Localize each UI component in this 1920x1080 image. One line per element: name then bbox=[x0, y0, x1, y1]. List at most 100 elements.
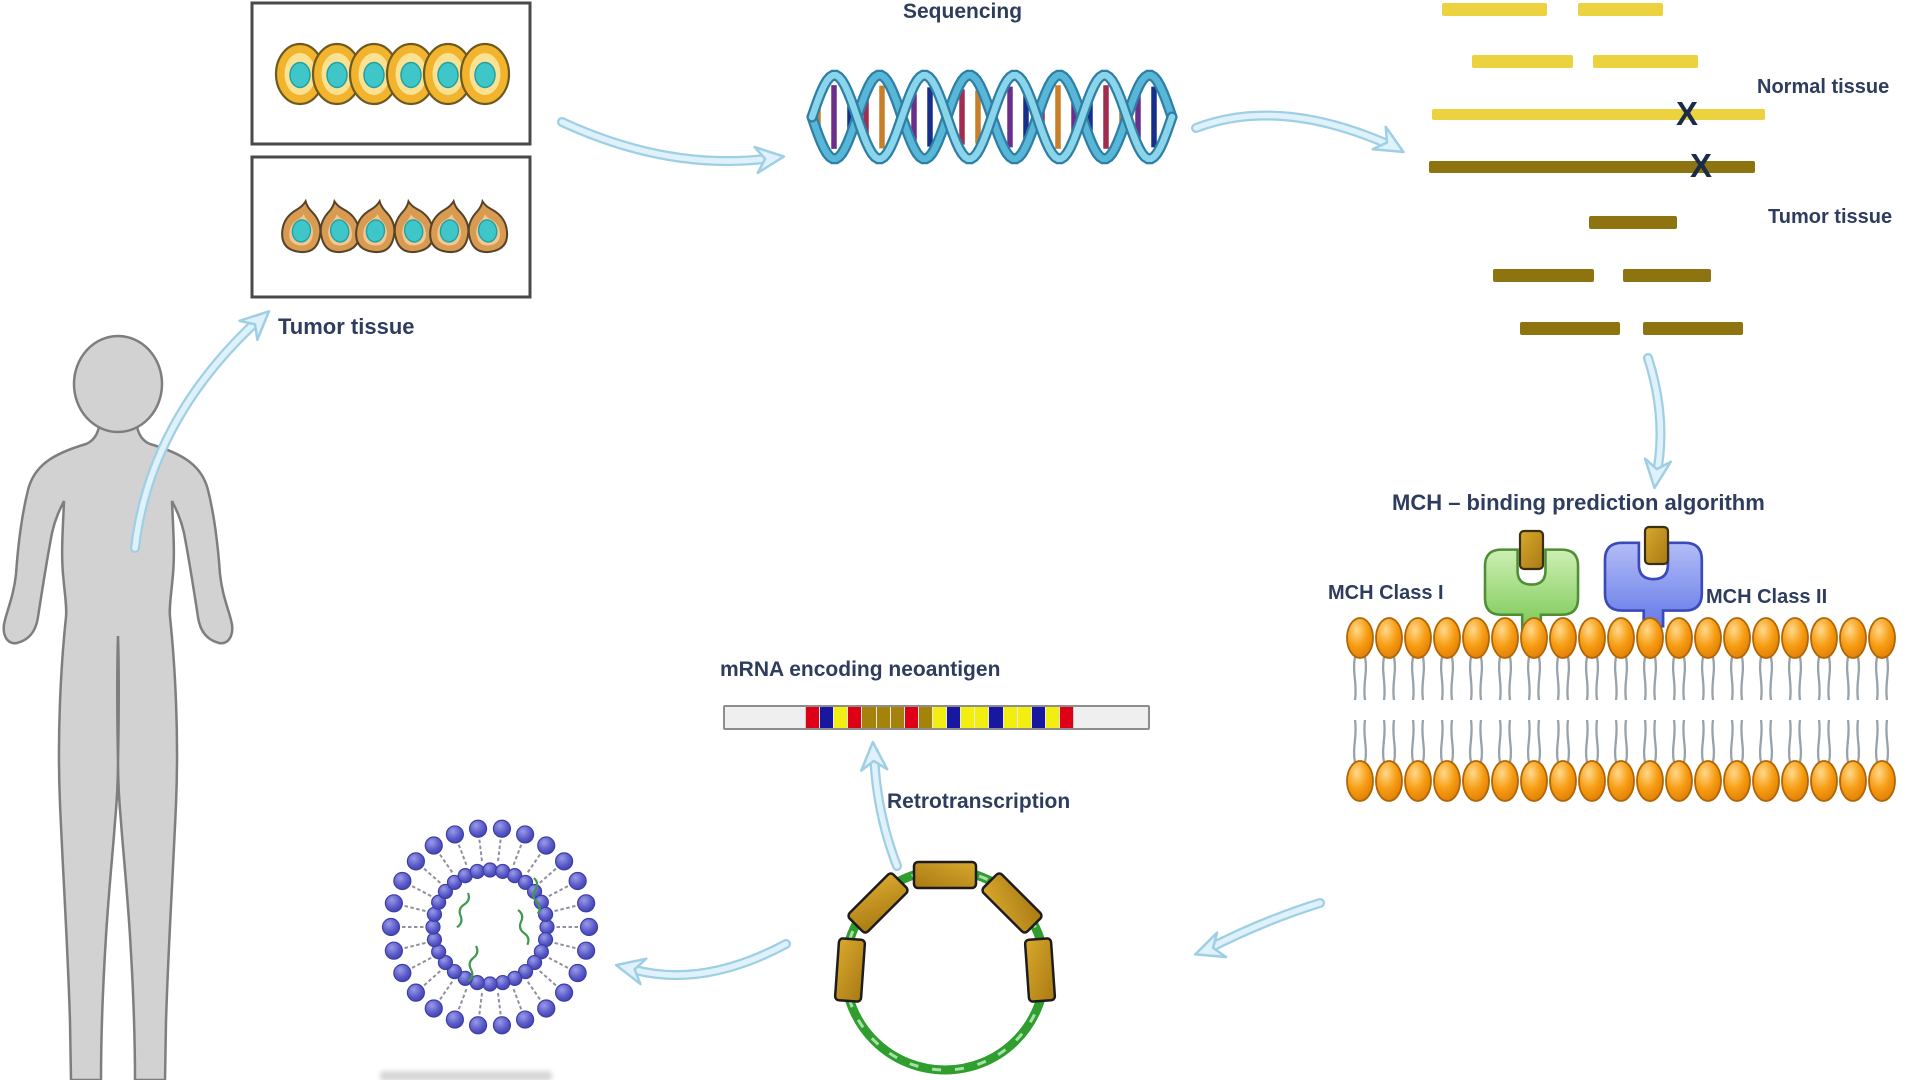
lipid-tail bbox=[457, 986, 469, 1010]
lipid-nanoparticle bbox=[381, 819, 599, 1035]
mrna-utr-right bbox=[1073, 707, 1148, 728]
lipid-head bbox=[1578, 617, 1606, 659]
lipid-tail bbox=[1421, 656, 1426, 701]
lipid-tail bbox=[1363, 719, 1368, 763]
lipid-tail bbox=[1381, 719, 1386, 763]
lipid-head bbox=[1665, 760, 1693, 802]
cell-nucleus bbox=[439, 219, 460, 243]
mrna-epitope-block bbox=[890, 707, 904, 728]
tumor-cell bbox=[281, 198, 322, 254]
lipid-tail bbox=[1468, 656, 1473, 701]
lipid-head bbox=[1839, 617, 1867, 659]
tumor-tissue-reads-label: Tumor tissue bbox=[1768, 206, 1893, 228]
tumor-cell bbox=[393, 198, 435, 254]
lipid-tail bbox=[1856, 719, 1861, 763]
lipid-tail bbox=[1410, 719, 1415, 763]
lipid-head bbox=[577, 894, 596, 913]
lipid-head bbox=[1404, 617, 1432, 659]
lipid-head bbox=[1839, 760, 1867, 802]
lipid-tail bbox=[1613, 719, 1618, 763]
plasmid-inserts bbox=[833, 860, 1057, 1003]
mrna-epitope-block bbox=[904, 707, 918, 728]
lipid-tail bbox=[1497, 656, 1502, 701]
mutation-x-icon: X bbox=[1690, 147, 1713, 184]
lipid-tail bbox=[1787, 656, 1792, 701]
lipid-tail bbox=[1653, 656, 1658, 701]
neoantigen-peptide-icon bbox=[1518, 529, 1545, 571]
lipid-tail bbox=[1816, 656, 1821, 701]
lipid-tail bbox=[551, 904, 576, 913]
retrotranscription-label: Retrotranscription bbox=[887, 790, 1071, 813]
lipid-tail bbox=[1642, 719, 1647, 763]
read-segment bbox=[1593, 55, 1698, 68]
lipid-head bbox=[568, 871, 587, 891]
lipid-head bbox=[1520, 760, 1548, 802]
lipid-tail bbox=[1584, 656, 1589, 701]
arrowhead-icon bbox=[1371, 125, 1405, 154]
lipid-head bbox=[526, 954, 543, 971]
lipid-head bbox=[482, 976, 498, 992]
neoantigen-insert bbox=[1023, 937, 1057, 1003]
lipid-tail bbox=[1392, 719, 1397, 763]
lipid-head bbox=[393, 963, 412, 983]
lipid-tail bbox=[1555, 719, 1560, 763]
lipid-tail bbox=[511, 844, 523, 868]
lipid-tail bbox=[1584, 719, 1589, 763]
neoantigen-insert bbox=[912, 860, 978, 890]
lipid-head bbox=[406, 852, 425, 871]
dna-helix bbox=[806, 69, 1178, 165]
mrna-construct-bar bbox=[723, 705, 1150, 730]
mrna-epitope-block bbox=[947, 707, 961, 728]
lipid-tail bbox=[1439, 719, 1444, 763]
lipid-head bbox=[533, 944, 549, 960]
lipid-head bbox=[1520, 617, 1548, 659]
lipid-head bbox=[1607, 617, 1635, 659]
lipid-tail bbox=[496, 990, 502, 1015]
lipid-tail bbox=[1740, 719, 1745, 763]
lipid-head bbox=[469, 863, 485, 880]
lipid-head bbox=[1433, 760, 1461, 802]
arrowhead-icon bbox=[860, 740, 889, 772]
mrna-encoding-label: mRNA encoding neoantigen bbox=[720, 658, 1001, 681]
lipid-head bbox=[1694, 760, 1722, 802]
lipid-head bbox=[1868, 760, 1896, 802]
lipid-tail bbox=[1816, 719, 1821, 763]
lipid-tail bbox=[1352, 656, 1357, 701]
lipid-tail bbox=[1682, 719, 1687, 763]
plasmid-vector bbox=[833, 860, 1057, 1075]
cell-nucleus bbox=[403, 219, 424, 243]
lipid-head bbox=[1752, 617, 1780, 659]
tumor-cell bbox=[319, 198, 361, 254]
lipid-head bbox=[384, 941, 403, 960]
lipid-tail bbox=[1874, 719, 1879, 763]
cell-nucleus bbox=[363, 61, 385, 89]
lipid-tail bbox=[411, 955, 434, 969]
lipid-head bbox=[1375, 760, 1403, 802]
mutation-x-icon: X bbox=[1676, 95, 1699, 132]
cell-nucleus bbox=[400, 61, 422, 89]
lipid-tail bbox=[439, 979, 455, 1000]
lipid-head bbox=[1810, 617, 1838, 659]
lipid-head bbox=[1375, 617, 1403, 659]
lipid-tail bbox=[457, 844, 469, 868]
lipid-head bbox=[1549, 617, 1577, 659]
lipid-tail bbox=[1537, 719, 1542, 763]
lipid-tail bbox=[1740, 656, 1745, 701]
mrna-epitope-block bbox=[1017, 707, 1031, 728]
arrowhead-icon bbox=[238, 310, 271, 342]
read-segment bbox=[1432, 109, 1765, 120]
lipid-head bbox=[431, 894, 447, 910]
lipid-head bbox=[495, 974, 511, 991]
mrna-cargo-strand bbox=[532, 877, 541, 915]
mrna-cargo-strand bbox=[517, 909, 530, 946]
lipid-tail bbox=[1624, 656, 1629, 701]
lipid-head bbox=[1491, 617, 1519, 659]
mrna-epitope-block bbox=[989, 707, 1003, 728]
lipid-tail bbox=[1671, 719, 1676, 763]
mrna-epitope-block bbox=[1045, 707, 1059, 728]
lipid-tail bbox=[551, 941, 576, 950]
lipid-tail bbox=[1885, 719, 1890, 763]
cell-nucleus bbox=[291, 219, 312, 243]
cell-nucleus bbox=[474, 61, 496, 89]
